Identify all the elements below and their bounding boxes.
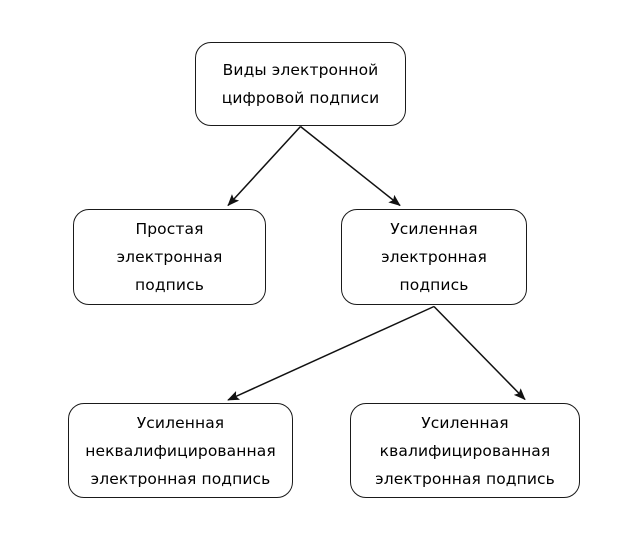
edge-root-to-simple	[227, 125, 302, 207]
edge-root-to-enhanced	[300, 125, 401, 207]
node-root-signature-types[interactable]: Виды электронной цифровой подписи	[195, 42, 406, 126]
edge-enhanced-to-unqualified	[227, 305, 435, 401]
node-enhanced-qualified-signature[interactable]: Усиленная квалифицированная электронная …	[350, 403, 580, 498]
node-unqualified-label: Усиленная неквалифицированная электронна…	[85, 413, 276, 488]
node-enhanced-unqualified-signature[interactable]: Усиленная неквалифицированная электронна…	[68, 403, 293, 498]
node-simple-electronic-signature[interactable]: Простая электронная подпись	[73, 209, 266, 305]
node-simple-label: Простая электронная подпись	[116, 220, 223, 294]
edge-enhanced-to-qualified	[433, 305, 526, 401]
node-enhanced-label: Усиленная электронная подпись	[381, 220, 487, 294]
node-qualified-label: Усиленная квалифицированная электронная …	[375, 413, 555, 488]
node-enhanced-electronic-signature[interactable]: Усиленная электронная подпись	[341, 209, 527, 305]
node-root-label: Виды электронной цифровой подписи	[221, 61, 380, 107]
